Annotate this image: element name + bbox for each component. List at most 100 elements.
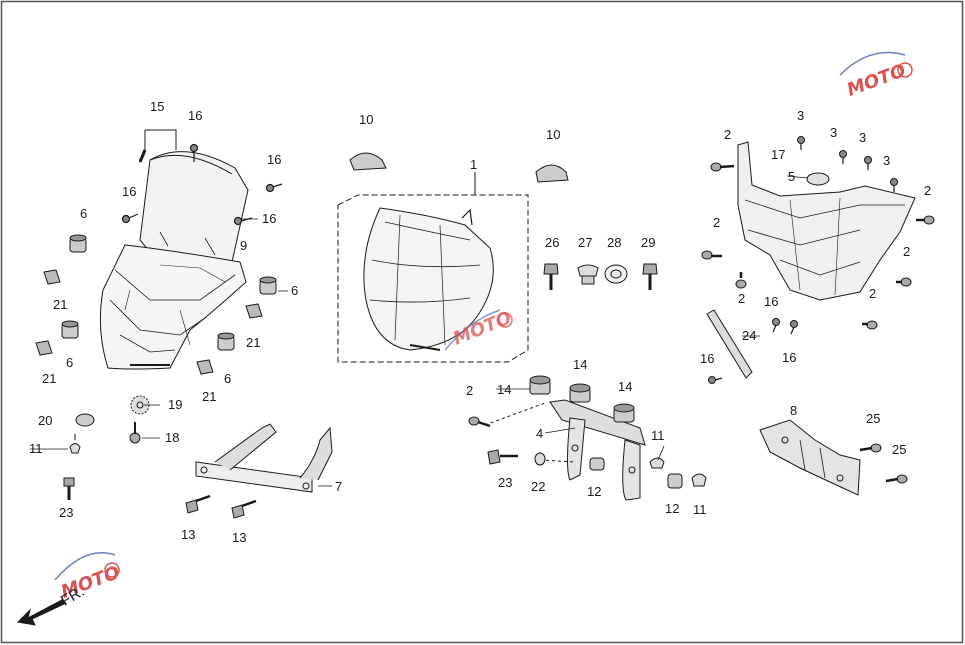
cap-10 <box>349 152 569 183</box>
screws-16-right <box>708 318 798 384</box>
strap-24 <box>706 309 753 379</box>
callout-2: 2 <box>724 127 732 142</box>
callout-11: 11 <box>29 441 43 456</box>
callout-16: 16 <box>764 294 779 309</box>
bracket-4 <box>549 399 646 501</box>
callout-16: 16 <box>262 211 277 226</box>
bracket-7 <box>195 423 333 493</box>
callout-21: 21 <box>202 389 217 404</box>
bolt-29 <box>642 263 658 290</box>
screw-11-right <box>691 473 707 487</box>
spacer-27 <box>577 264 599 285</box>
callout-6: 6 <box>291 283 299 298</box>
bracket-8 <box>759 419 861 496</box>
callout-4: 4 <box>536 426 544 441</box>
callout-25: 25 <box>866 411 881 426</box>
callout-2: 2 <box>713 215 721 230</box>
nut-12-center <box>589 457 605 471</box>
screw-11-left <box>69 443 81 454</box>
callout-13: 13 <box>232 530 247 545</box>
callout-1: 1 <box>470 157 478 172</box>
callout-7: 7 <box>335 479 343 494</box>
nut-12-right <box>667 473 683 489</box>
inner-panel-17 <box>737 141 916 301</box>
callout-2: 2 <box>903 244 911 259</box>
bolt-23-left <box>63 477 75 500</box>
callout-12: 12 <box>587 484 602 499</box>
callout-17: 17 <box>771 147 786 162</box>
windshield-15 <box>138 149 249 263</box>
screw-2-center <box>468 416 491 428</box>
dashed-leader-2 <box>484 402 546 426</box>
front-direction-arrow <box>16 599 67 626</box>
front-fairing-9 <box>99 244 247 370</box>
leader-15 <box>144 129 177 150</box>
callout-3: 3 <box>797 108 805 123</box>
callout-28: 28 <box>607 235 622 250</box>
callout-16: 16 <box>267 152 282 167</box>
screws-2-right <box>701 162 935 330</box>
callout-2: 2 <box>738 291 746 306</box>
callout-11: 11 <box>693 502 707 517</box>
bolt-23-center <box>487 449 518 465</box>
headlight-1 <box>363 207 494 351</box>
bolt-13 <box>185 494 257 519</box>
bolt-18 <box>129 422 141 444</box>
leader-lines <box>30 175 809 487</box>
screw-16-left <box>121 143 283 226</box>
callout-8: 8 <box>790 403 798 418</box>
screws-3 <box>797 136 898 192</box>
callout-2: 2 <box>466 383 474 398</box>
callout-21: 21 <box>246 335 261 350</box>
callout-23: 23 <box>59 505 74 520</box>
watermark-logo-bottom <box>54 552 120 581</box>
callout-14: 14 <box>573 357 588 372</box>
callout-9: 9 <box>240 238 248 253</box>
callout-16: 16 <box>782 350 797 365</box>
clip-nut-21 <box>35 269 263 375</box>
callout-3: 3 <box>883 153 891 168</box>
screws-25 <box>859 443 908 484</box>
bolt-26 <box>543 263 559 290</box>
callout-6: 6 <box>224 371 232 386</box>
callout-6: 6 <box>66 355 74 370</box>
callout-18: 18 <box>165 430 180 445</box>
callout-10: 10 <box>359 112 374 127</box>
washer-28 <box>604 264 628 284</box>
callout-21: 21 <box>53 297 68 312</box>
watermark-logo-top <box>839 51 913 78</box>
callout-22: 22 <box>531 479 546 494</box>
callout-6: 6 <box>80 206 88 221</box>
callout-12: 12 <box>665 501 680 516</box>
callout-29: 29 <box>641 235 656 250</box>
callout-11: 11 <box>651 428 665 443</box>
callout-21: 21 <box>42 371 57 386</box>
watermark-logo-center <box>444 309 513 351</box>
screw-11-center <box>649 457 665 469</box>
callout-16: 16 <box>122 184 137 199</box>
callout-10: 10 <box>546 127 561 142</box>
callout-3: 3 <box>830 125 838 140</box>
callout-16: 16 <box>188 108 203 123</box>
callout-2: 2 <box>924 183 932 198</box>
callout-25: 25 <box>892 442 907 457</box>
callout-26: 26 <box>545 235 560 250</box>
nut-20 <box>75 413 95 427</box>
callout-19: 19 <box>168 397 183 412</box>
grommet-14 <box>529 375 635 423</box>
callout-2: 2 <box>869 286 877 301</box>
headlight-box <box>337 194 529 363</box>
callout-14: 14 <box>618 379 633 394</box>
washer-19 <box>130 395 150 415</box>
callout-23: 23 <box>498 475 513 490</box>
callout-13: 13 <box>181 527 196 542</box>
callout-24: 24 <box>742 328 757 343</box>
callout-27: 27 <box>578 235 593 250</box>
callout-20: 20 <box>38 413 53 428</box>
grommet-5 <box>806 172 830 186</box>
callout-14: 14 <box>497 382 512 397</box>
callout-15: 15 <box>150 99 165 114</box>
washer-22 <box>534 452 546 466</box>
